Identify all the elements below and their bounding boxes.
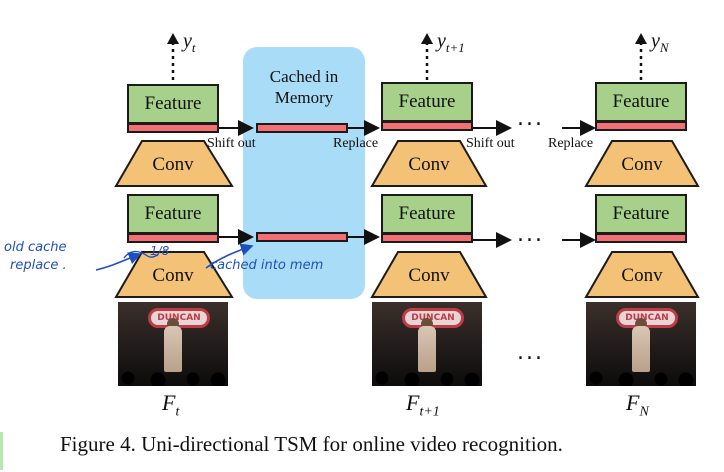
feature-block-bottom-col1: Feature <box>127 194 219 234</box>
cache-slice-bottom-col2 <box>381 233 473 243</box>
frame-label-col2: Ft+1 <box>406 390 440 420</box>
conv-block-bottom-col2 <box>370 251 488 298</box>
cache-title-line2: Memory <box>274 88 334 107</box>
handwriting-curve-cached <box>205 243 254 269</box>
replace-label-1: Replace <box>333 136 379 151</box>
frame-sign-col1: DUNCAN <box>148 308 210 328</box>
cache-slice-bottom-col3 <box>595 233 687 243</box>
frame-label-col3-main: F <box>626 390 640 415</box>
output-label-col3: yN <box>651 30 669 56</box>
output-label-col2-main: y <box>437 30 446 52</box>
frame-crowd-col3 <box>586 370 696 386</box>
conv-label-top-col1: Conv <box>152 154 194 175</box>
conv-label-top-col3: Conv <box>621 154 663 175</box>
output-label-col3-sub: N <box>659 40 669 55</box>
handwriting-cached-into-mem: cached into mem <box>210 258 324 273</box>
frame-person-col3 <box>632 326 650 372</box>
conv-block-top-col2 <box>370 140 488 187</box>
handwriting-old-cache-line2: replace . <box>10 258 67 273</box>
frame-sign-col3: DUNCAN <box>616 308 678 328</box>
frame-sign-col2: DUNCAN <box>402 308 464 328</box>
cache-slice-bottom-memory <box>256 232 348 242</box>
cache-title-line1: Cached in <box>269 67 339 86</box>
cache-slice-top-memory <box>256 123 348 133</box>
cache-slice-top-col3 <box>595 121 687 131</box>
feature-block-top-col3: Feature <box>595 82 687 122</box>
output-label-col2-sub: t+1 <box>445 40 465 55</box>
conv-block-bottom-col3 <box>584 251 700 298</box>
handwriting-fraction: 1/8 <box>150 244 170 258</box>
feature-block-top-col2: Feature <box>381 82 473 122</box>
frame-label-col1: Ft <box>162 390 179 420</box>
shift-out-label-1: Shift out <box>207 136 256 151</box>
feature-block-top-col1: Feature <box>127 84 219 124</box>
replace-label-2: Replace <box>548 136 594 151</box>
feature-block-bottom-col2: Feature <box>381 194 473 234</box>
conv-block-top-col1 <box>114 140 234 187</box>
left-edge-strip <box>0 432 3 470</box>
cache-region <box>243 47 365 299</box>
cache-title: Cached in Memory <box>243 66 365 108</box>
cache-slice-bottom-col1 <box>127 233 219 243</box>
conv-label-top-col2: Conv <box>408 154 450 175</box>
video-frame-col1: DUNCAN <box>118 302 228 386</box>
video-frame-col3: DUNCAN <box>586 302 696 386</box>
frame-label-col3-sub: N <box>639 404 649 420</box>
frame-label-col1-main: F <box>162 390 176 415</box>
output-label-col2: yt+1 <box>437 30 465 56</box>
output-label-col1-sub: t <box>191 40 196 55</box>
conv-block-bottom-col1 <box>114 251 234 298</box>
figure-caption: Figure 4. Uni-directional TSM for online… <box>60 432 563 456</box>
conv-label-bottom-col2: Conv <box>408 265 450 286</box>
frame-label-col1-sub: t <box>175 404 180 420</box>
frame-label-col2-sub: t+1 <box>419 404 440 420</box>
frame-crowd-col1 <box>118 370 228 386</box>
feature-block-bottom-col3: Feature <box>595 194 687 234</box>
conv-label-bottom-col1: Conv <box>152 265 194 286</box>
ellipsis-top: ... <box>517 106 544 131</box>
cache-slice-top-col2 <box>381 121 473 131</box>
ellipsis-frames: ... <box>517 340 544 365</box>
frame-label-col2-main: F <box>406 390 420 415</box>
shift-out-label-2: Shift out <box>466 136 515 151</box>
handwriting-old-cache-line1: old cache <box>4 240 67 255</box>
output-label-col3-main: y <box>651 30 660 52</box>
conv-block-top-col3 <box>584 140 700 187</box>
video-frame-col2: DUNCAN <box>372 302 482 386</box>
frame-crowd-col2 <box>372 370 482 386</box>
output-label-col1-main: y <box>183 30 192 52</box>
cache-slice-top-col1 <box>127 123 219 133</box>
frame-person-col2 <box>418 326 436 372</box>
output-label-col1: yt <box>183 30 196 56</box>
frame-label-col3: FN <box>626 390 649 420</box>
conv-label-bottom-col3: Conv <box>621 265 663 286</box>
frame-person-col1 <box>164 326 182 372</box>
handwriting-wiggle <box>123 250 159 259</box>
ellipsis-middle: ... <box>517 222 544 247</box>
handwriting-arrow-old-cache <box>95 252 142 271</box>
